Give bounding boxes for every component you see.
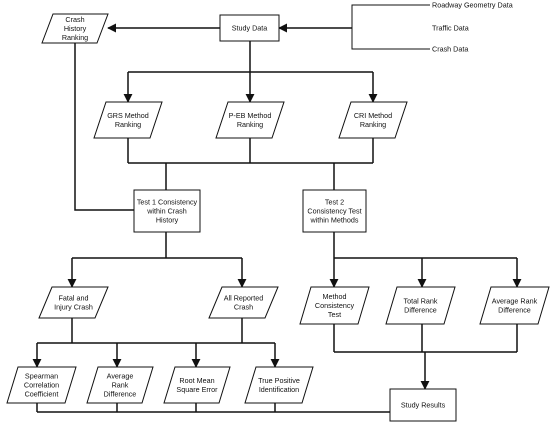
label-line: Root Mean [179,376,214,385]
label-line: History [64,24,87,33]
label-line: Average [107,372,134,381]
label-line: Crash [65,15,84,24]
label-line: Crash [234,303,253,312]
label-line: P-EB Method [229,111,272,120]
label-line: Ranking [62,33,88,42]
edge-crash-history-to-test1 [74,43,134,211]
label-line: Study Results [401,401,446,410]
label-line: Correlation [24,381,59,390]
label-line: within Methods [310,216,359,225]
label-line: Average Rank [492,297,538,306]
label-line: Method [323,292,347,301]
label-line: Ranking [115,120,141,129]
study-data-node: Study Data [219,14,280,42]
label-line: Square Error [176,385,218,394]
label-line: Consistency Test [307,207,361,216]
source-bracket-line [351,4,430,50]
label-line: Fatal and [59,294,89,303]
label-line: Ranking [237,120,263,129]
label-line: Rank [112,381,129,390]
connectors [32,4,522,413]
label-line: Test 2 [325,198,344,207]
label-line: All Reported [224,294,264,303]
label-line: GRS Method [107,111,149,120]
label-line: Consistency [315,301,355,310]
label-line: True Positive [258,376,300,385]
label-line: Injury Crash [54,303,93,312]
data-sources: Roadway Geometry Data Traffic Data Crash… [432,1,513,54]
label-line: Ranking [360,120,386,129]
study-results-node: Study Results [389,388,457,422]
study-results-label: Study Results [401,401,446,410]
label-line: Identification [259,385,299,394]
label-line: Test 1 Consistency [137,198,198,207]
label-line: Coefficient [25,390,59,399]
label-line: Study Data [232,24,268,33]
label-line: Total Rank [404,297,438,306]
label-line: within Crash [146,207,187,216]
label-line: Test [328,310,341,319]
label-line: Difference [498,306,531,315]
source-traffic-data: Traffic Data [432,24,469,33]
label-line: Difference [104,390,137,399]
label-line: Difference [404,306,437,315]
study-data-label: Study Data [232,24,268,33]
label-line: Spearman [25,372,58,381]
source-roadway-geometry-data: Roadway Geometry Data [432,1,513,10]
label-line: History [156,216,179,225]
label-line: CRI Method [354,111,392,120]
source-crash-data: Crash Data [432,45,468,54]
